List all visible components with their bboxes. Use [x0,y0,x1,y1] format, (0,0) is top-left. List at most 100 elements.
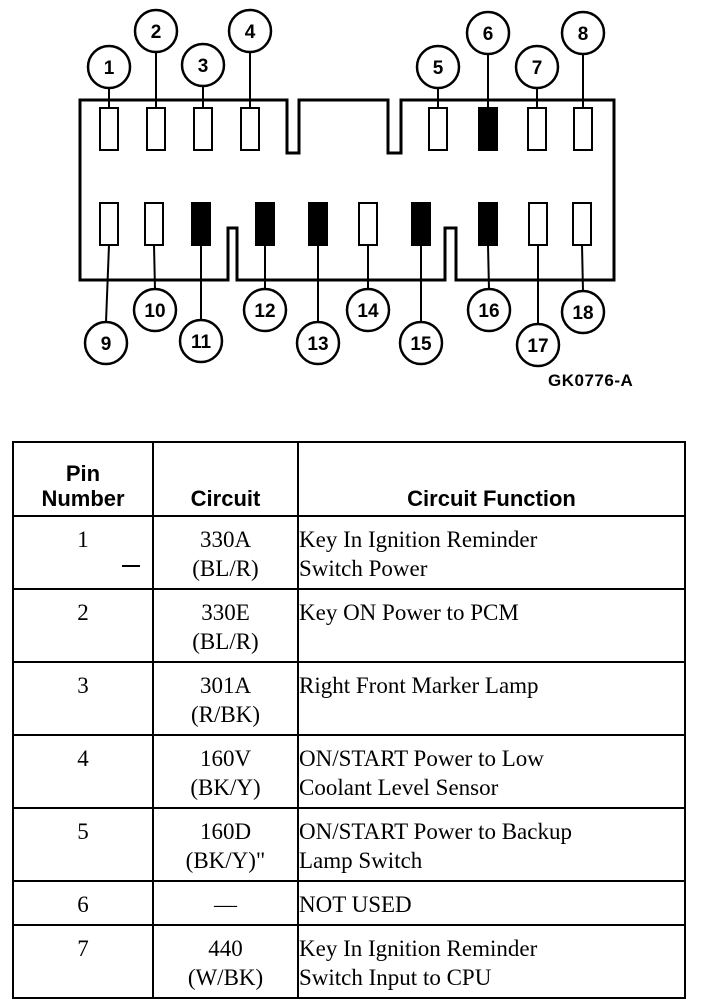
function-text: Switch Input to CPU [299,965,492,990]
leader-line-9 [105,244,110,323]
terminal-pin-13 [308,202,328,246]
terminal-pin-18 [572,202,592,246]
callout-circle-13 [295,320,341,366]
wire-color: (R/BK) [191,702,260,727]
terminal-pin-14 [358,202,378,246]
circuit-cell: 330A(BL/R) [152,515,299,590]
callout-circle-18 [560,289,606,335]
callout-circle-2 [133,8,179,54]
leader-line-18 [581,244,584,292]
pin-cell: 4 [12,734,154,809]
pin-cell: 1 [12,515,154,590]
pin-cell: 2 [12,588,154,663]
callout-label-18: 18 [572,303,593,324]
mark-dash [122,565,140,567]
pin-cell: 5 [12,807,154,882]
pin-number: 5 [77,819,89,844]
terminal-pin-11 [191,202,211,246]
circuit-id: 160V [199,746,252,771]
header-circuit: Circuit [152,441,299,517]
function-cell: Right Front Marker Lamp [297,661,686,736]
callout-circle-5 [415,44,461,90]
pin-cell: 3 [12,661,154,736]
function-text: Right Front Marker Lamp [299,673,539,698]
terminal-pin-2 [146,107,166,151]
callout-circle-15 [398,320,444,366]
terminal-pin-7 [527,107,547,151]
wire-color: (BL/R) [192,629,259,654]
callout-circle-14 [345,287,391,333]
callout-circle-6 [465,10,511,56]
callout-label-10: 10 [144,301,165,322]
terminal-pin-17 [528,202,548,246]
callout-label-4: 4 [245,22,256,43]
header-pin-label: Pin [65,461,101,486]
table-row: 6 — NOT USED [12,880,686,926]
circuit-cell: 440(W/BK) [152,924,299,999]
function-text: NOT USED [299,892,412,917]
callout-label-17: 17 [527,336,548,357]
terminal-pin-8 [573,107,593,151]
figure-reference: GK0776-A [548,371,634,390]
callout-circle-16 [466,287,512,333]
pin-number: 3 [77,673,89,698]
connector-terminals [99,107,593,246]
wire-color: (BK/Y)" [185,848,266,873]
terminal-pin-3 [193,107,213,151]
connector-outline [78,98,616,282]
function-cell: NOT USED [297,880,686,926]
circuit-id: 330E [201,600,250,625]
pin-number: 7 [77,936,89,961]
callout-label-5: 5 [433,58,444,79]
terminal-pin-4 [240,107,260,151]
header-circuit-function: Circuit Function [297,441,686,517]
callout-circle-4 [227,8,273,54]
function-text: Key In Ignition Reminder [299,527,538,552]
pin-number: 2 [77,600,89,625]
callout-label-3: 3 [198,56,209,77]
leader-line-16 [487,244,490,290]
terminal-pin-12 [255,202,275,246]
terminal-pin-9 [99,202,119,246]
pin-cell: 6 [12,880,154,926]
terminal-pin-10 [144,202,164,246]
wire-color: (BK/Y) [190,775,261,800]
terminal-pin-15 [411,202,431,246]
circuit-id: — [214,892,237,917]
pin-number: 1 [77,527,89,552]
header-pin-number: Pin Number [12,441,154,517]
circuit-id: 160D [199,819,252,844]
function-text: ON/START Power to Low [299,746,544,771]
function-text: Switch Power [299,556,428,581]
callout-label-15: 15 [410,334,432,355]
terminal-pin-5 [428,107,448,151]
callout-circle-10 [132,287,178,333]
function-text: Key In Ignition Reminder [299,936,538,961]
callout-label-16: 16 [478,301,499,322]
function-text: ON/START Power to Backup [299,819,572,844]
callout-label-13: 13 [307,334,328,355]
callout-label-8: 8 [578,24,589,45]
callout-circle-17 [515,322,561,368]
terminal-pin-6 [478,107,498,151]
terminal-pin-16 [478,202,498,246]
circuit-cell: 301A(R/BK) [152,661,299,736]
callout-circle-11 [178,318,224,364]
function-cell: Key ON Power to PCM [297,588,686,663]
pin-table: Pin Number Circuit Circuit Function 1 33… [12,441,686,999]
callout-circle-9 [83,320,129,366]
terminal-pin-1 [99,107,119,151]
table-row: 2 330E (BL/R) Key ON Power to PCM [12,588,686,663]
callout-label-7: 7 [532,58,543,79]
callout-circle-3 [180,42,226,88]
callout-label-14: 14 [357,301,379,322]
circuit-cell: — [152,880,299,926]
header-number-label: Number [41,486,125,511]
